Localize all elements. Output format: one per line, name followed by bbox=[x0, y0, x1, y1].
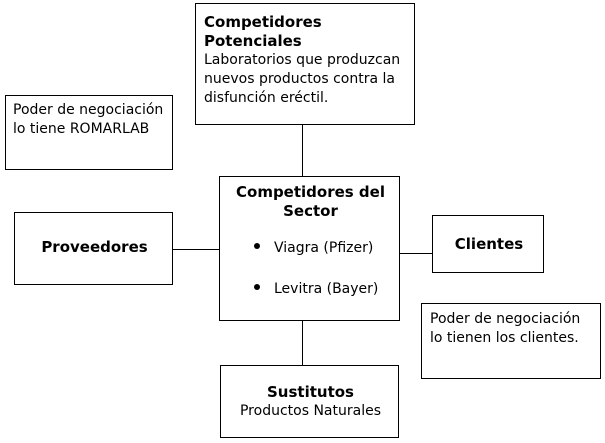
connector-top bbox=[302, 124, 303, 176]
clients-label: Clientes bbox=[454, 235, 524, 253]
potential-competitors-desc-3: disfunción eréctil. bbox=[204, 90, 329, 106]
substitutes-title: Sustitutos bbox=[267, 383, 354, 401]
substitutes-desc: Productos Naturales bbox=[239, 403, 381, 419]
potential-competitors-title-2: Potenciales bbox=[204, 32, 302, 50]
potential-competitors-desc-2: nuevos productos contra la bbox=[204, 71, 395, 87]
sector-title-1: Competidores del bbox=[236, 183, 385, 201]
substitutes-box: Sustitutos Productos Naturales bbox=[220, 365, 399, 438]
supplier-power-line-2: lo tiene ROMARLAB bbox=[13, 121, 150, 137]
sector-title-2: Sector bbox=[283, 202, 338, 220]
potential-competitors-desc-1: Laboratorios que produzcan bbox=[204, 52, 401, 68]
connector-left bbox=[172, 249, 220, 250]
sector-item-1: Viagra (Pfizer) bbox=[254, 240, 373, 256]
suppliers-label: Proveedores bbox=[41, 238, 148, 256]
supplier-power-line-1: Poder de negociación bbox=[13, 102, 164, 118]
sector-item-2: Levitra (Bayer) bbox=[254, 281, 378, 297]
client-power-line-2: lo tienen los clientes. bbox=[430, 330, 579, 346]
sector-competitors-box: Competidores del Sector Viagra (Pfizer) … bbox=[219, 176, 400, 321]
connector-right bbox=[399, 253, 433, 254]
clients-box: Clientes bbox=[432, 215, 544, 273]
suppliers-box: Proveedores bbox=[14, 212, 173, 285]
potential-competitors-box: Competidores Potenciales Laboratorios qu… bbox=[195, 3, 415, 125]
potential-competitors-title-1: Competidores bbox=[204, 13, 322, 31]
bullet-icon bbox=[254, 243, 260, 249]
client-power-note: Poder de negociación lo tienen los clien… bbox=[421, 303, 601, 379]
client-power-line-1: Poder de negociación bbox=[430, 311, 581, 327]
supplier-power-note: Poder de negociación lo tiene ROMARLAB bbox=[5, 95, 173, 170]
sector-item-1-label: Viagra (Pfizer) bbox=[274, 240, 374, 256]
bullet-icon bbox=[254, 284, 260, 290]
sector-item-2-label: Levitra (Bayer) bbox=[274, 281, 379, 297]
connector-bottom bbox=[302, 320, 303, 365]
